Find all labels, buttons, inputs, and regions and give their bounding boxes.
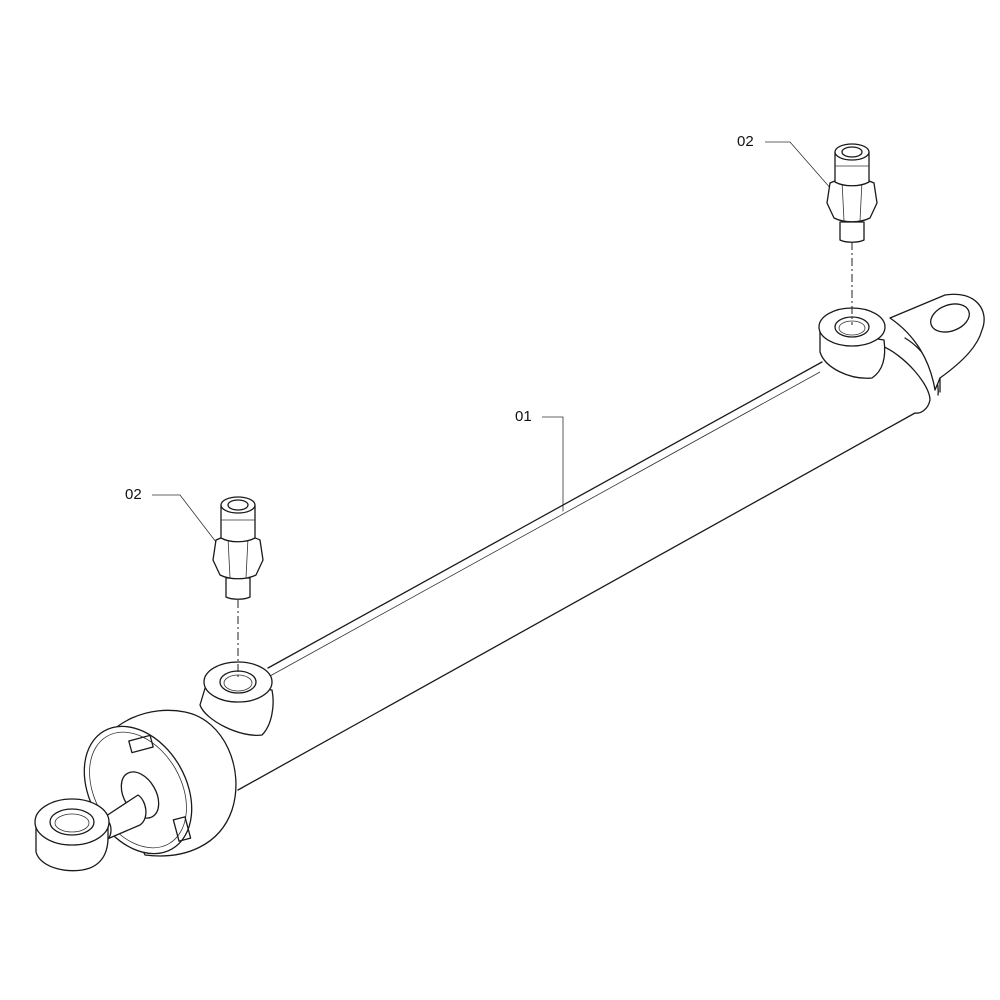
fitting-right	[826, 143, 878, 243]
callout-01: 01	[515, 408, 532, 425]
callout-02-right: 02	[737, 133, 754, 150]
cylinder-tube	[232, 337, 939, 791]
front-port-boss	[199, 661, 274, 736]
fitting-left	[212, 496, 264, 600]
callout-02-left: 02	[125, 486, 142, 503]
rear-port-boss	[818, 307, 886, 379]
rod-eye	[34, 798, 110, 872]
rear-eye-mount	[889, 293, 985, 393]
leader-line-01	[542, 416, 564, 525]
leader-line-02-right	[765, 141, 833, 191]
leader-lines	[152, 141, 833, 543]
leader-line-02-left	[152, 494, 217, 543]
